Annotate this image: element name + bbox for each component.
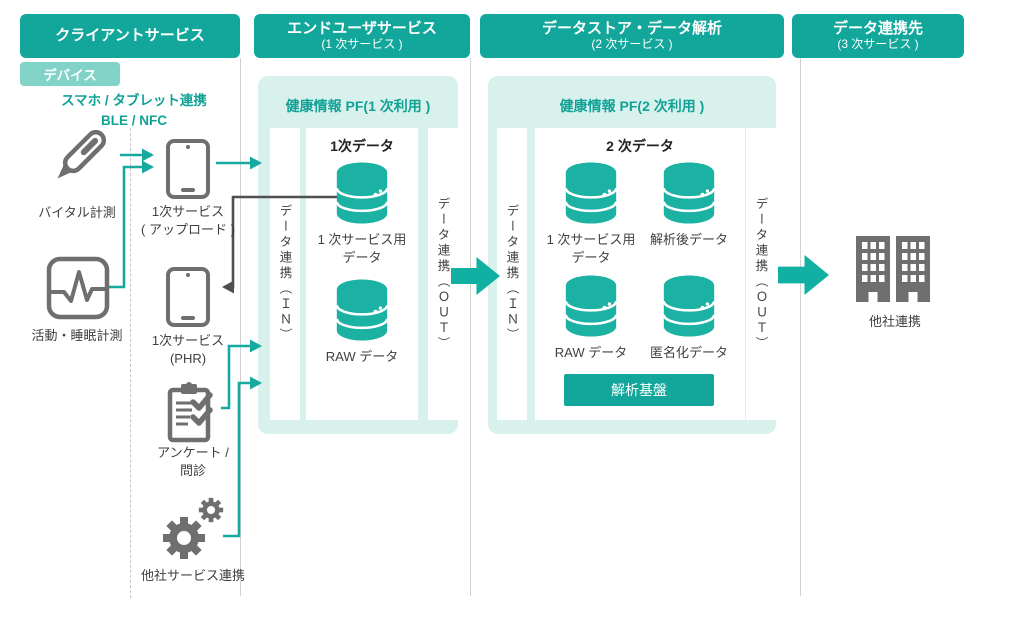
pf2-store-label: 1 次サービス用 データ: [546, 232, 636, 265]
column-subtitle: (3 次サービス ): [837, 37, 919, 52]
activity-monitor-icon: [46, 256, 110, 320]
pf1-data-link-out-column: データ連携（ＯＵＴ）: [428, 128, 458, 420]
column-title: エンドユーザサービス: [287, 20, 437, 38]
column-subtitle: (2 次サービス ): [591, 37, 673, 52]
thermometer-icon: [57, 130, 107, 179]
database-icon: [662, 162, 716, 224]
database-icon: [564, 162, 618, 224]
pf2-title: 健康情報 PF(2 次利用 ): [559, 98, 705, 114]
smartphone-link-note: スマホ / タブレット連携 BLE / NFC: [61, 93, 207, 128]
column-divider: [240, 58, 241, 596]
pf1-out-label: データ連携（ＯＵＴ）: [435, 196, 450, 352]
buildings-icon: [856, 236, 930, 302]
column-title: データ連携先: [832, 20, 923, 38]
smartphone-icon: [166, 139, 210, 199]
external-company-link-label: 他社連携: [868, 314, 921, 329]
pf1-store-label: RAW データ: [325, 349, 399, 364]
smartphone-icon: [166, 267, 210, 327]
column-header-enduser-services: エンドユーザサービス (1 次サービス ): [254, 14, 470, 58]
analysis-platform-bar: 解析基盤: [564, 374, 714, 406]
activity-sleep-label: 活動・睡眠計測: [31, 328, 123, 343]
pf1-title: 健康情報 PF(1 次利用 ): [285, 98, 431, 114]
pf2-store-label: RAW データ: [554, 345, 628, 360]
primary-service-upload-label: 1次サービス ( アップロード ): [141, 204, 235, 237]
device-badge: デバイス: [20, 62, 120, 86]
pf1-in-label: データ連携（ＩＮ）: [277, 204, 292, 344]
primary-service-phr-label: 1次サービス (PHR): [151, 333, 225, 366]
survey-interview-label: アンケート / 問診: [157, 445, 229, 478]
device-boundary-dashed-line: [130, 128, 131, 598]
database-icon: [564, 275, 618, 337]
column-divider: [800, 58, 801, 596]
column-title: クライアントサービス: [55, 27, 205, 45]
column-header-data-destination: データ連携先 (3 次サービス ): [792, 14, 964, 58]
pf2-in-label: データ連携（ＩＮ）: [504, 204, 519, 344]
database-icon: [662, 275, 716, 337]
database-icon: [335, 279, 389, 341]
pf1-data-heading: 1次データ: [330, 138, 394, 154]
pf2-data-link-out-column: データ連携（ＯＵＴ）: [746, 128, 776, 420]
pf2-data-link-in-column: データ連携（ＩＮ）: [497, 128, 527, 420]
pf2-store-label: 匿名化データ: [649, 345, 728, 360]
pf1-data-link-in-column: データ連携（ＩＮ）: [270, 128, 300, 420]
column-divider: [470, 58, 471, 596]
column-title: データストア・データ解析: [541, 20, 722, 38]
gears-icon: [163, 497, 224, 559]
thirdparty-service-link-label: 他社サービス連携: [140, 568, 245, 583]
clipboard-check-icon: [167, 382, 213, 443]
column-header-datastore-analysis: データストア・データ解析 (2 次サービス ): [480, 14, 784, 58]
flow-arrow-pf2-to-destination: [778, 255, 829, 295]
pf1-store-label: 1 次サービス用 データ: [317, 232, 407, 265]
column-header-client-services: クライアントサービス: [20, 14, 240, 58]
pf2-out-label: データ連携（ＯＵＴ）: [753, 196, 768, 352]
vital-measurement-label: バイタル計測: [38, 205, 116, 220]
column-subtitle: (1 次サービス ): [321, 37, 403, 52]
pf2-data-heading: 2 次データ: [606, 138, 674, 154]
database-icon: [335, 162, 389, 224]
pf2-store-label: 解析後データ: [649, 232, 728, 247]
